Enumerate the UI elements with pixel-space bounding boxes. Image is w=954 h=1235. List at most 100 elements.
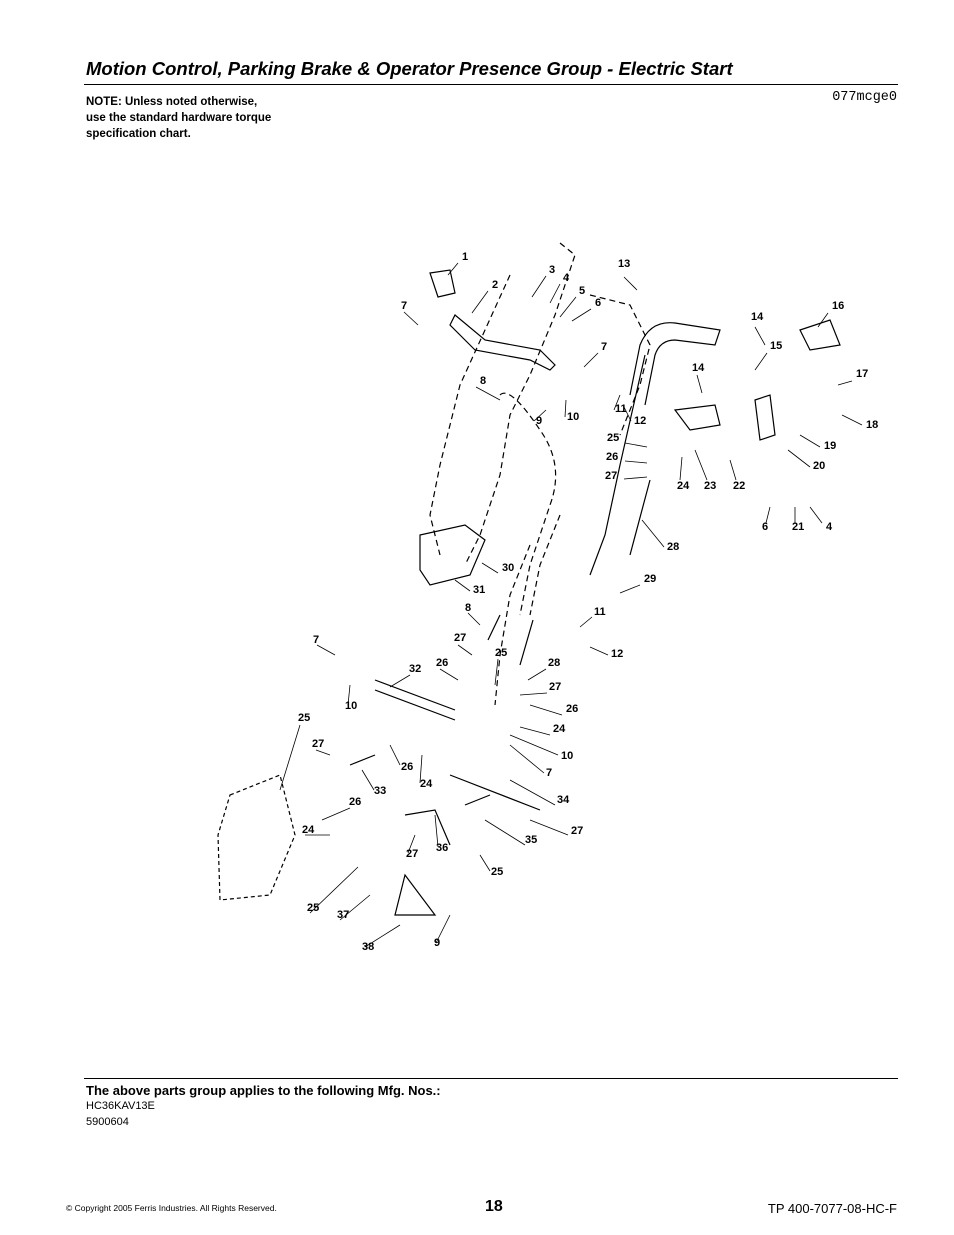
callout-label: 7 <box>401 300 407 312</box>
callout-label: 24 <box>553 723 566 735</box>
callout-label: 6 <box>762 521 768 533</box>
torque-note-line: specification chart. <box>86 128 191 140</box>
callout-label: 26 <box>566 703 578 715</box>
callout-label: 5 <box>579 285 585 297</box>
control-rod <box>487 614 501 641</box>
torque-note: NOTE: Unless noted otherwise, use the st… <box>86 94 271 142</box>
callout-label: 35 <box>525 834 537 846</box>
callout-label: 18 <box>866 419 878 431</box>
diagram-drawing <box>217 242 863 948</box>
control-lever <box>449 314 556 371</box>
callout-label: 28 <box>548 657 560 669</box>
frame-outline <box>494 544 531 706</box>
document-number: TP 400-7077-08-HC-F <box>767 1201 897 1216</box>
callout-label: 1 <box>462 251 468 263</box>
callout-label: 17 <box>856 368 868 380</box>
callout-label: 32 <box>409 663 421 675</box>
frame-outline <box>529 514 561 616</box>
callout-label: 10 <box>567 411 579 423</box>
callout-label: 11 <box>594 606 606 618</box>
callout-label: 15 <box>770 340 782 352</box>
callout-label: 27 <box>406 848 418 860</box>
copyright-notice: © Copyright 2005 Ferris Industries. All … <box>66 1203 277 1213</box>
callout-label: 25 <box>495 647 507 659</box>
callout-label: 3 <box>549 264 555 276</box>
callout-label: 8 <box>465 602 471 614</box>
page-title: Motion Control, Parking Brake & Operator… <box>86 58 733 79</box>
callout-label: 10 <box>561 750 573 762</box>
callout-label: 30 <box>502 562 514 574</box>
engine-outline <box>217 774 296 901</box>
callout-label: 27 <box>571 825 583 837</box>
callout-label: 27 <box>549 681 561 693</box>
callout-label: 24 <box>420 778 433 790</box>
callout-label: 10 <box>345 700 357 712</box>
diagram-code: 077mcge0 <box>832 90 897 105</box>
callout-label: 9 <box>434 937 440 949</box>
mount-bracket <box>673 404 721 431</box>
callout-label: 7 <box>546 767 552 779</box>
brake-lever <box>799 319 841 351</box>
callout-label: 20 <box>813 460 825 472</box>
control-rod <box>629 479 651 556</box>
frame-outline <box>464 242 576 566</box>
callout-label: 26 <box>606 451 618 463</box>
mfg-number: HC36KAV13E <box>86 1100 155 1112</box>
callout-label: 26 <box>401 761 413 773</box>
callout-label: 27 <box>312 738 324 750</box>
callout-label: 16 <box>832 300 844 312</box>
callout-label: 27 <box>454 632 466 644</box>
callout-label: 37 <box>337 909 349 921</box>
callout-label: 23 <box>704 480 716 492</box>
callout-label: 26 <box>436 657 448 669</box>
frame-outline <box>589 294 651 436</box>
callout-label: 31 <box>473 584 485 596</box>
callout-label: 4 <box>563 272 570 284</box>
callout-label: 25 <box>307 902 319 914</box>
mfg-applies-label: The above parts group applies to the fol… <box>86 1083 441 1098</box>
callout-label: 12 <box>611 648 623 660</box>
callout-label: 22 <box>733 480 745 492</box>
callout-label: 28 <box>667 541 679 553</box>
callout-label: 25 <box>491 866 503 878</box>
lower-shaft <box>374 689 456 721</box>
callout-label: 13 <box>618 258 630 270</box>
handle-tube <box>589 354 646 576</box>
leader-lines <box>279 262 863 948</box>
spring-33 <box>349 754 376 766</box>
callout-label: 38 <box>362 941 374 953</box>
callout-label: 9 <box>536 415 542 427</box>
handle-tube <box>629 322 721 406</box>
title-divider <box>84 84 898 85</box>
callout-label: 25 <box>298 712 310 724</box>
control-rod <box>519 619 534 666</box>
callout-label: 4 <box>826 521 833 533</box>
frame-outline <box>429 274 511 556</box>
cross-shaft <box>449 774 541 811</box>
callout-label: 36 <box>436 842 448 854</box>
callout-label: 34 <box>557 794 570 806</box>
callout-label: 12 <box>634 415 646 427</box>
spring-35 <box>464 794 491 806</box>
callout-label: 19 <box>824 440 836 452</box>
page-number: 18 <box>485 1198 503 1215</box>
footer-divider <box>84 1078 898 1079</box>
lower-shaft <box>374 679 456 711</box>
torque-note-line: use the standard hardware torque <box>86 112 272 124</box>
callout-label: 7 <box>313 634 319 646</box>
mount-bracket <box>419 524 486 586</box>
callout-label: 11 <box>615 403 627 415</box>
callout-label: 6 <box>595 297 601 309</box>
callout-label: 24 <box>302 824 315 836</box>
callout-label: 33 <box>374 785 386 797</box>
callout-label: 8 <box>480 375 486 387</box>
callout-label: 2 <box>492 279 498 291</box>
callout-label: 24 <box>677 480 690 492</box>
mfg-number: 5900604 <box>86 1116 129 1128</box>
callout-label: 7 <box>601 341 607 353</box>
frame-outline <box>499 392 557 616</box>
torque-note-line: NOTE: Unless noted otherwise, <box>86 96 258 108</box>
